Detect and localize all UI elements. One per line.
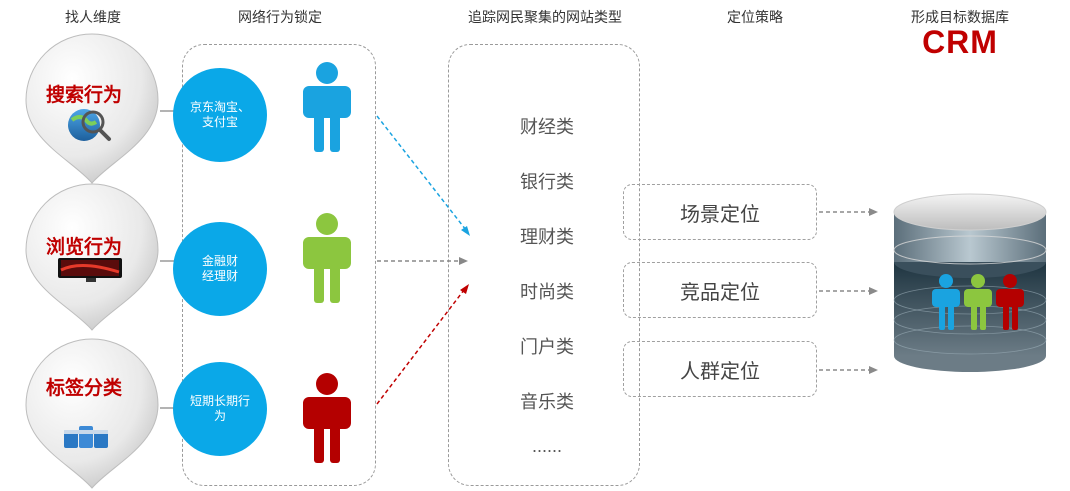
site-type-item: ......	[531, 436, 563, 456]
behavior-bubble-text: 短期长期行为	[189, 394, 250, 423]
site-type-item: 财经类	[520, 117, 574, 137]
database-boxes-icon	[64, 426, 108, 448]
site-type-item: 音乐类	[520, 392, 574, 412]
behavior-bubble-term: 短期长期行为	[173, 362, 267, 456]
person-green-icon	[303, 213, 351, 303]
arrow-gray	[377, 257, 468, 265]
pin-browse	[25, 183, 159, 331]
column-title-dimension: 找人维度	[65, 9, 121, 25]
globe-magnifier-icon	[68, 109, 111, 141]
strategy-box-competitor: 竞品定位	[623, 262, 817, 318]
arrow-red	[376, 284, 469, 405]
person-blue-icon	[303, 62, 351, 152]
strategy-box-scene: 场景定位	[623, 184, 817, 240]
pin-tag	[25, 338, 159, 489]
site-type-item: 理财类	[520, 227, 574, 247]
site-type-group-box	[448, 44, 640, 486]
site-type-item: 银行类	[520, 172, 574, 192]
behavior-bubble-finance: 金融财经理财	[173, 222, 267, 316]
behavior-bubble-shopping: 京东淘宝、支付宝	[173, 68, 267, 162]
site-type-item: 门户类	[520, 337, 574, 357]
site-type-item: 时尚类	[520, 282, 574, 302]
monitor-icon	[58, 258, 122, 282]
arrow-strategy-1	[819, 208, 878, 216]
crm-title: CRM	[922, 24, 998, 60]
column-title-database: 形成目标数据库	[911, 9, 1009, 25]
column-title-strategy: 定位策略	[727, 9, 783, 25]
arrow-strategy-2	[819, 287, 878, 295]
person-red-icon	[303, 373, 351, 463]
behavior-bubble-text: 京东淘宝、支付宝	[190, 100, 251, 129]
database-cylinder-icon	[893, 193, 1047, 372]
arrow-strategy-3	[819, 366, 878, 374]
column-title-site-types: 追踪网民聚集的网站类型	[468, 9, 622, 25]
arrow-blue	[376, 115, 470, 236]
behavior-bubble-text: 金融财经理财	[201, 254, 238, 283]
pin-search	[25, 33, 159, 184]
dimension-label-tag: 标签分类	[45, 378, 123, 399]
dimension-label-browse: 浏览行为	[45, 237, 123, 258]
dimension-label-search: 搜索行为	[45, 85, 123, 106]
strategy-box-crowd: 人群定位	[623, 341, 817, 397]
column-title-behavior-lock: 网络行为锁定	[238, 9, 322, 25]
